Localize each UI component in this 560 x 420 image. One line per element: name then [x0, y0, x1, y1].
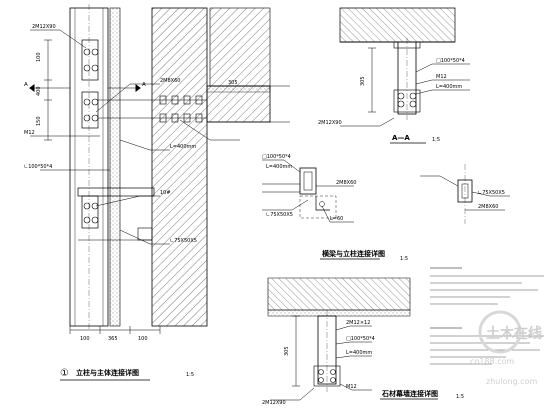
main-title-scale: 1:5: [186, 372, 194, 378]
beam-column-detail: [262, 159, 354, 223]
stone-title: 石材幕墙连接详图: [381, 389, 438, 398]
dim-left-100: 100: [36, 52, 42, 62]
label-beam-l400: L=400mm: [266, 164, 292, 170]
label-l400: L=400mm: [170, 144, 196, 150]
dim-left-150: 150: [36, 116, 42, 126]
beam-title: 横梁与立柱连接详图: [322, 249, 385, 258]
label-section-l400: L=400mm: [436, 84, 462, 90]
label-right-2m8: 2M8X60: [478, 204, 498, 210]
watermark-url: co188.com: [470, 357, 514, 366]
slab-anchor-bolts: [159, 95, 203, 123]
lower-bracket: [81, 195, 99, 229]
notes-block: [430, 267, 544, 365]
dim-section-305: 305: [360, 76, 366, 86]
concrete-wall: [151, 7, 208, 327]
dim-stone-305: 305: [284, 346, 290, 356]
section-aa-detail: [339, 7, 470, 127]
label-m12: M12: [24, 130, 35, 136]
label-plate-100x50: ∟100*50*4: [24, 164, 52, 170]
watermark-brand: 土木在线: [486, 325, 542, 342]
main-title-number: ①: [60, 368, 69, 379]
label-right-angle: ∟75X50X5: [478, 190, 505, 196]
watermark-site: zhulong.com: [486, 377, 537, 386]
beam-title-scale: 1:5: [400, 256, 408, 262]
dim-bottom-100b: 100: [138, 336, 148, 342]
lower-bracket-arm: [77, 187, 155, 197]
label-stone-l400: L=400mm: [346, 350, 372, 356]
watermark: 土木在线 co188.com zhulong.com: [470, 310, 542, 386]
label-section-plate: □100*50*4: [436, 58, 465, 64]
main-detail: [29, 4, 290, 334]
middle-bracket: [81, 91, 99, 129]
label-section-anchor: 2M12X90: [318, 120, 342, 126]
label-beam-l60: L=60: [330, 216, 343, 222]
stone-panel: [109, 7, 121, 327]
main-title: 立柱与主体连接详图: [76, 368, 139, 377]
label-strip: 10#: [160, 190, 171, 196]
dim-left-400: 400: [36, 86, 42, 96]
label-stone-2m12: 2M12X90: [262, 400, 286, 406]
dim-bottom-365: 365: [108, 336, 118, 342]
section-title: A—A: [392, 134, 410, 142]
label-beam-angle: ∟75X50X5: [266, 212, 293, 218]
label-beam-plate: □100*50*4: [262, 154, 291, 160]
mid-right-detail: [420, 164, 510, 224]
label-beam-2m8: 2M8X60: [336, 180, 356, 186]
label-stone-plate: □100*50*4: [346, 336, 375, 342]
top-center-detail: 305: [209, 7, 271, 87]
watermark-logo-icon: [478, 310, 522, 354]
stone-detail: [267, 277, 411, 401]
bolt-group-upper: [83, 48, 99, 122]
upper-bracket: [81, 39, 99, 81]
label-2m12x90: 2M12X90: [32, 24, 56, 30]
label-stone-anchor: 2M12×12: [346, 320, 370, 326]
label-section-m12: M12: [436, 74, 447, 80]
label-stone-m12: M12: [346, 384, 357, 390]
dim-bottom-100a: 100: [80, 336, 90, 342]
section-mark-right: A: [142, 82, 146, 88]
section-title-scale: 1:5: [432, 137, 440, 143]
dim-top-305: 305: [228, 80, 238, 86]
section-mark-left: A: [24, 82, 28, 88]
label-channel: ∟75X50X5: [170, 238, 197, 244]
label-2m8-slab: 2M8X60: [160, 78, 180, 84]
stone-title-scale: 1:5: [456, 394, 464, 400]
